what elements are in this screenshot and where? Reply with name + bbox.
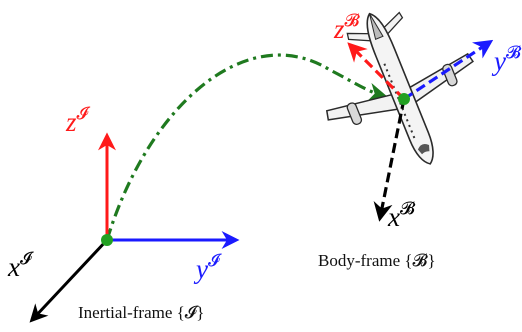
body-x-superscript: 𝓑 bbox=[400, 199, 416, 218]
body-z-label: z𝓑 bbox=[333, 11, 361, 44]
body-x-label: x𝓑 bbox=[387, 199, 416, 232]
inertial-origin-dot bbox=[101, 234, 113, 246]
fuselage bbox=[366, 12, 434, 165]
inertial-y-symbol: y bbox=[193, 254, 208, 284]
body-x-axis bbox=[373, 98, 406, 222]
body-frame-caption: Body-frame {𝓑} bbox=[318, 251, 436, 270]
inertial-z-label: z𝓘 bbox=[65, 104, 91, 137]
inertial-frame-caption: Inertial-frame {𝓘} bbox=[78, 303, 204, 322]
inertial-y-superscript: 𝓘 bbox=[208, 251, 222, 270]
body-y-symbol: y bbox=[491, 46, 506, 76]
body-y-label: y𝓑 bbox=[491, 43, 522, 76]
inertial-frame: z𝓘 y𝓘 x𝓘 Inertial-frame {𝓘} bbox=[7, 104, 240, 323]
window-row bbox=[383, 63, 416, 139]
inertial-z-symbol: z bbox=[65, 107, 77, 137]
cockpit-window bbox=[417, 144, 430, 155]
inertial-y-label: y𝓘 bbox=[193, 251, 222, 284]
body-x-symbol: x bbox=[387, 202, 400, 232]
body-y-axis bbox=[403, 39, 494, 101]
inertial-x-superscript: 𝓘 bbox=[20, 249, 34, 268]
inertial-z-superscript: 𝓘 bbox=[77, 104, 91, 123]
inertial-x-symbol: x bbox=[7, 252, 20, 282]
trajectory-path bbox=[105, 53, 388, 241]
body-z-symbol: z bbox=[333, 14, 345, 44]
body-z-axis bbox=[347, 42, 406, 101]
tail-fin bbox=[369, 13, 384, 40]
airplane-icon bbox=[325, 11, 474, 165]
inertial-x-axis bbox=[29, 238, 109, 323]
body-frame: z𝓑 y𝓑 x𝓑 Body-frame {𝓑} bbox=[318, 11, 522, 270]
left-engine bbox=[346, 102, 363, 125]
body-origin-dot bbox=[398, 93, 410, 105]
body-y-superscript: 𝓑 bbox=[506, 43, 522, 62]
body-z-superscript: 𝓑 bbox=[345, 11, 361, 30]
inertial-x-label: x𝓘 bbox=[7, 249, 34, 282]
